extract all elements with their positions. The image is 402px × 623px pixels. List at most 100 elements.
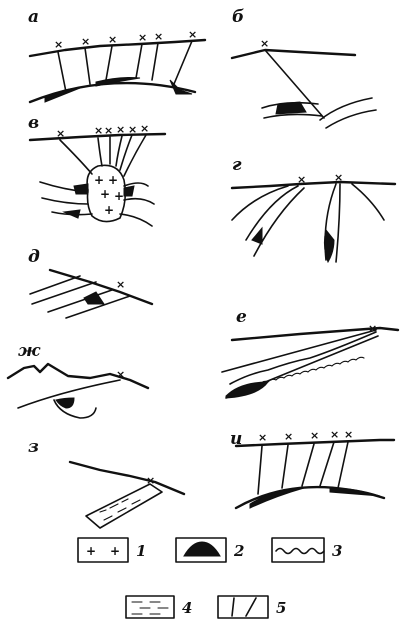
panel-a-ore-body xyxy=(170,80,192,94)
panel-i-fault xyxy=(302,444,314,486)
panel-i-outcrop-mark: × xyxy=(310,429,319,442)
panel-a-fault xyxy=(106,46,112,80)
panel-zh: ж × xyxy=(8,341,148,418)
panel-b-layer xyxy=(326,110,376,128)
panel-g-layer xyxy=(246,186,298,240)
panel-z-dash xyxy=(104,516,112,520)
panel-z-dash xyxy=(100,510,106,512)
panel-b-surface xyxy=(232,50,355,58)
panel-v-granite-mark: + xyxy=(104,203,114,217)
panel-zh-surface xyxy=(8,364,148,388)
panel-e-outcrop-mark: × xyxy=(368,322,377,335)
panel-zh-outcrop-mark: × xyxy=(116,368,125,381)
legend-item-dashed: 4 xyxy=(126,596,192,618)
legend-dashed-swatch xyxy=(126,596,174,618)
panel-z-outcrop-mark: × xyxy=(146,474,155,487)
panel-v-fault xyxy=(124,135,146,176)
panel-z: з × xyxy=(28,437,184,528)
panel-v-layer xyxy=(120,214,152,226)
panel-v-outcrop-mark: × xyxy=(128,123,137,136)
panel-v-fault xyxy=(116,136,122,166)
panel-b-layer xyxy=(264,114,322,118)
legend-number-3: 3 xyxy=(332,542,342,560)
panel-g-label: г xyxy=(232,155,242,175)
panel-d-label: д xyxy=(28,247,40,267)
panel-i-fault xyxy=(258,446,262,494)
panel-g-outcrop-mark: × xyxy=(334,171,343,184)
panel-i-fault xyxy=(338,442,348,488)
panel-z-surface xyxy=(70,462,184,494)
panel-i: и × × × × × xyxy=(230,428,394,508)
panel-b-label: б xyxy=(232,7,244,27)
panel-i-outcrop-mark: × xyxy=(258,431,267,444)
panel-v-layer xyxy=(42,198,88,204)
legend-item-granite: + + 1 xyxy=(78,538,146,562)
legend-item-wavy: 3 xyxy=(272,538,342,562)
panel-d: д × xyxy=(28,247,152,318)
panel-v-outcrop-mark: × xyxy=(94,124,103,137)
panel-g-outcrop-mark: × xyxy=(297,173,306,186)
panel-b-ore-body xyxy=(276,102,306,114)
panel-a-fault xyxy=(85,48,90,84)
legend-fault-line xyxy=(232,598,234,616)
panel-e: е × xyxy=(222,307,398,398)
panel-a-contact xyxy=(30,83,195,102)
panel-a-outcrop-mark: × xyxy=(54,38,63,51)
panel-i-ore-body xyxy=(330,488,380,496)
legend-faults-swatch xyxy=(218,596,268,618)
panel-a-outcrop-mark: × xyxy=(138,31,147,44)
panel-z-dash xyxy=(122,499,128,502)
panel-v-granite-mark: + xyxy=(94,173,104,187)
legend-wavy-line xyxy=(276,549,324,554)
legend-number-4: 4 xyxy=(182,599,192,617)
panel-v-label: в xyxy=(28,113,39,133)
panel-i-fault xyxy=(282,445,288,488)
legend-number-5: 5 xyxy=(276,599,286,617)
panel-a-outcrop-mark: × xyxy=(154,30,163,43)
panel-z-dash xyxy=(110,504,118,508)
panel-v-outcrop-mark: × xyxy=(140,122,149,135)
panel-zh-label: ж xyxy=(18,341,41,361)
panel-i-outcrop-mark: × xyxy=(330,428,339,441)
panel-v-granite-mark: + xyxy=(114,189,124,203)
panel-z-label: з xyxy=(28,437,39,457)
panel-z-dash xyxy=(132,500,140,504)
panel-z-dash xyxy=(118,508,126,512)
panel-b-outcrop-mark: × xyxy=(260,37,269,50)
legend: + + 1 2 3 4 xyxy=(78,538,342,618)
panel-b: б × xyxy=(232,7,376,128)
panel-v-ore-body xyxy=(124,186,134,196)
panel-a-fault xyxy=(174,41,192,84)
legend-number-1: 1 xyxy=(136,542,146,560)
panel-d-layer xyxy=(30,276,80,294)
panel-a-fault xyxy=(58,52,66,92)
panel-v-fault xyxy=(60,140,92,174)
legend-item-faults: 5 xyxy=(218,596,286,618)
panel-d-outcrop-mark: × xyxy=(116,278,125,291)
panel-v-ore-body xyxy=(74,184,88,194)
panel-a-fault xyxy=(152,43,158,80)
panel-e-wavy-layer xyxy=(230,332,376,384)
panel-v-granite-mark: + xyxy=(108,173,118,187)
panel-e-ore-body xyxy=(226,382,268,398)
legend-number-2: 2 xyxy=(233,542,244,560)
panel-g-layer xyxy=(352,184,384,220)
legend-ore-body-lens xyxy=(184,542,220,556)
legend-fault-line xyxy=(246,598,256,616)
panel-i-outcrop-mark: × xyxy=(344,428,353,441)
panel-a-outcrop-mark: × xyxy=(81,35,90,48)
panel-v-layer xyxy=(124,183,148,186)
panel-a-label: а xyxy=(28,7,39,27)
panel-a-outcrop-mark: × xyxy=(188,28,197,41)
panel-v-granite-mark: + xyxy=(100,187,110,201)
panel-v-outcrop-mark: × xyxy=(104,124,113,137)
panel-v-layer xyxy=(124,199,154,204)
panel-i-outcrop-mark: × xyxy=(284,430,293,443)
legend-granite-mark: + xyxy=(86,544,96,558)
panel-a: а × × × × × × xyxy=(28,7,205,102)
panel-i-fault xyxy=(320,442,334,486)
panel-v-fault xyxy=(98,138,102,166)
panel-v-outcrop-mark: × xyxy=(56,127,65,140)
panel-a-outcrop-mark: × xyxy=(108,33,117,46)
